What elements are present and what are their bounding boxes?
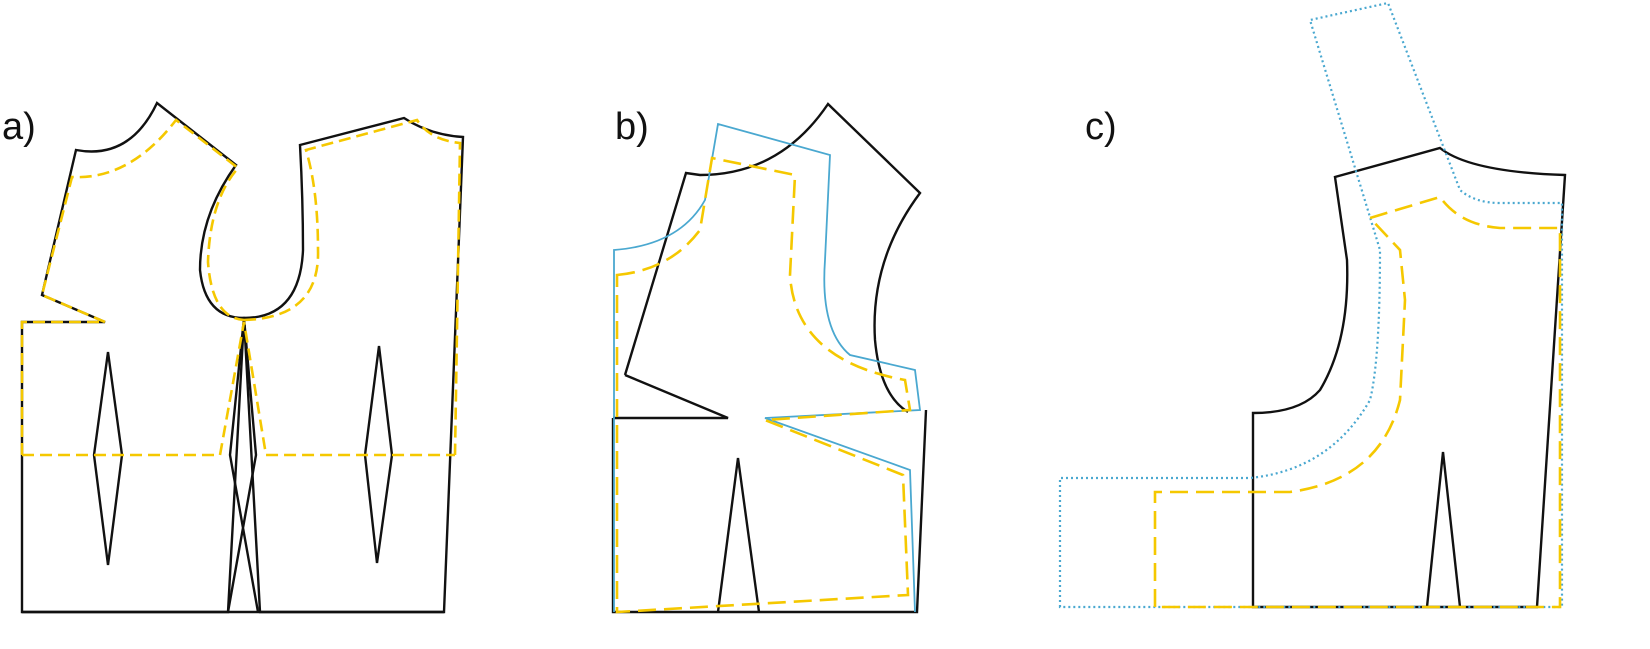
panel-b-dart — [716, 457, 761, 613]
panel-a-dart-right — [363, 345, 394, 564]
panel-a-right-outline — [242, 116, 465, 614]
panel-c-facing — [1058, 1, 1564, 609]
panel-b — [611, 102, 928, 614]
panel-c-seam — [1153, 195, 1562, 609]
panel-c — [1058, 1, 1567, 609]
panel-b-rotated-dart — [613, 373, 729, 420]
panel-b-facing — [613, 122, 922, 613]
panel-a — [20, 101, 465, 614]
panel-a-dart-left — [92, 351, 124, 566]
panel-a-waist-seam — [22, 321, 455, 457]
panel-b-seam — [615, 156, 912, 614]
panel-label-b: b) — [615, 106, 649, 148]
panel-a-seam-right — [243, 118, 462, 456]
panel-c-outline — [1251, 146, 1567, 609]
panel-label-c: c) — [1085, 106, 1117, 148]
panel-b-lower-outline — [611, 409, 928, 614]
panel-a-left-outline — [20, 101, 246, 614]
panel-label-a: a) — [2, 106, 36, 148]
panel-a-seam-left — [20, 118, 245, 455]
panel-c-dart — [1425, 451, 1462, 608]
panel-a-center-dart — [226, 317, 260, 613]
